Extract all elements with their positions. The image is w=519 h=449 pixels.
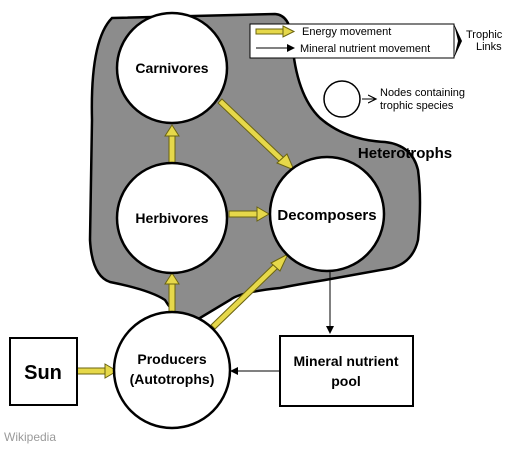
legend-brace <box>454 24 462 58</box>
legend-nodes-line2: trophic species <box>380 100 454 112</box>
legend-trophic-links-line1: Trophic <box>466 29 503 41</box>
mineral-pool-box <box>279 335 414 407</box>
herbivores-label: Herbivores <box>135 210 208 226</box>
energy-arrow-carnivores-decomposers <box>217 98 295 171</box>
energy-arrow-sun-producers <box>76 363 118 379</box>
carnivores-label: Carnivores <box>135 60 208 76</box>
energy-arrow-producers-decomposers <box>210 252 290 330</box>
decomposers-label: Decomposers <box>277 207 376 224</box>
legend-energy-label: Energy movement <box>302 26 391 38</box>
energy-arrow-herbivores-decomposers <box>228 206 270 222</box>
legend-trophic-links-line2: Links <box>476 41 502 53</box>
mineral-pool-label-line1: Mineral nutrient <box>293 353 398 369</box>
legend-mineral-label: Mineral nutrient movement <box>300 43 430 55</box>
decomposers-node <box>268 155 386 273</box>
carnivores-node <box>115 11 229 125</box>
legend-energy-arrow <box>255 25 296 38</box>
heterotrophs-label: Heterotrophs <box>358 145 452 162</box>
energy-arrows <box>76 98 295 379</box>
legend: Energy movement Mineral nutrient movemen… <box>249 23 503 118</box>
mineral-pool-label-line2: pool <box>331 373 361 389</box>
producers-label-line1: Producers <box>137 351 206 367</box>
herbivores-node <box>115 161 229 275</box>
legend-node-symbol <box>323 80 361 118</box>
producers-label-line2: (Autotrophs) <box>130 371 215 387</box>
sun-box <box>9 337 78 406</box>
credit-label: Wikipedia <box>4 430 57 444</box>
energy-arrow-producers-herbivores <box>164 272 180 315</box>
sun-label: Sun <box>24 362 62 384</box>
producers-node <box>112 310 232 430</box>
legend-nodes-line1: Nodes containing <box>380 87 465 99</box>
